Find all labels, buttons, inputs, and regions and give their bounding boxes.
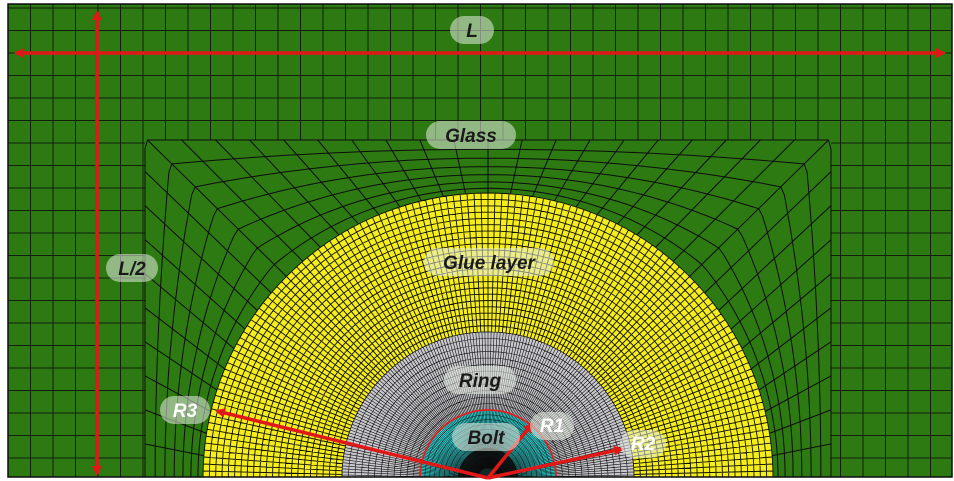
r3-radius-arrow — [215, 408, 489, 480]
half-length-label: L/2 — [106, 254, 158, 282]
r2-radius-arrow — [487, 445, 624, 480]
glass-transition-rings — [144, 139, 832, 477]
glue-layer-label-text: Glue layer — [443, 253, 536, 274]
bolt-ring-boundary — [419, 409, 557, 477]
glass-label: Glass — [426, 121, 516, 149]
ring-label: Ring — [444, 366, 516, 394]
bolt-dense-core — [458, 448, 518, 477]
r1-radius-arrow — [486, 422, 534, 480]
r2-label: R2 — [620, 430, 666, 458]
half-length-label-text: L/2 — [118, 259, 146, 280]
ring-label-text: Ring — [459, 371, 502, 392]
glass-label-text: Glass — [445, 126, 497, 147]
r3-label-text: R3 — [173, 401, 198, 422]
length-label: L — [450, 16, 494, 44]
bolt-label: Bolt — [452, 423, 520, 451]
bolt-label-text: Bolt — [468, 428, 506, 449]
r3-label: R3 — [160, 396, 210, 424]
r1-label: R1 — [530, 412, 574, 440]
glue-layer-label: Glue layer — [424, 248, 554, 276]
r1-label-text: R1 — [540, 416, 564, 437]
length-label-text: L — [466, 21, 478, 42]
r2-label-text: R2 — [631, 434, 656, 455]
